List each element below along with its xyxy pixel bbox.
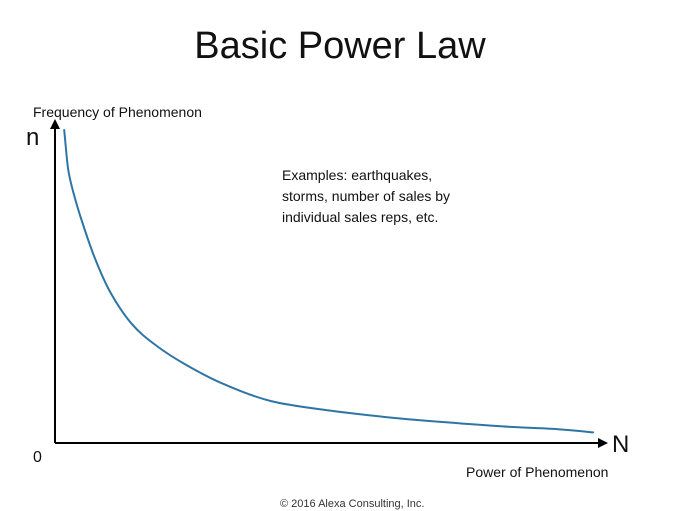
x-axis-label: Power of Phenomenon [466, 464, 609, 480]
chart-title: Basic Power Law [194, 25, 486, 67]
series-layer [63, 129, 595, 434]
examples-annotation: Examples: earthquakes, storms, number of… [282, 165, 512, 228]
annotation-line: Examples: earthquakes, [282, 167, 433, 183]
y-axis-label: Frequency of Phenomenon [33, 104, 202, 120]
annotation-line: individual sales reps, etc. [282, 209, 439, 225]
power-law-curve [63, 129, 595, 434]
copyright-notice: © 2016 Alexa Consulting, Inc. [280, 498, 425, 510]
annotation-line: storms, number of sales by [282, 188, 451, 204]
x-axis-symbol: N [612, 431, 630, 458]
origin-label: 0 [33, 449, 42, 466]
y-axis-symbol: n [26, 124, 40, 151]
